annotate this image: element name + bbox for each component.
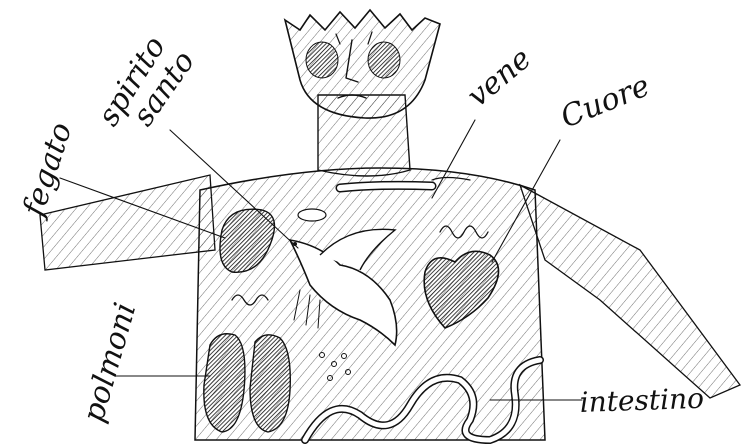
small-organ xyxy=(298,209,326,221)
label-fegato: fegato xyxy=(16,118,80,222)
label-cuore: Cuore xyxy=(556,68,655,135)
left-eye xyxy=(306,42,338,78)
right-arm xyxy=(520,185,740,398)
label-vene: vene xyxy=(461,41,538,114)
label-intestino: intestino xyxy=(579,382,704,419)
right-lung xyxy=(250,335,290,432)
label-polmoni: polmoni xyxy=(76,299,143,426)
right-eye xyxy=(368,42,400,78)
left-arm xyxy=(40,175,215,270)
